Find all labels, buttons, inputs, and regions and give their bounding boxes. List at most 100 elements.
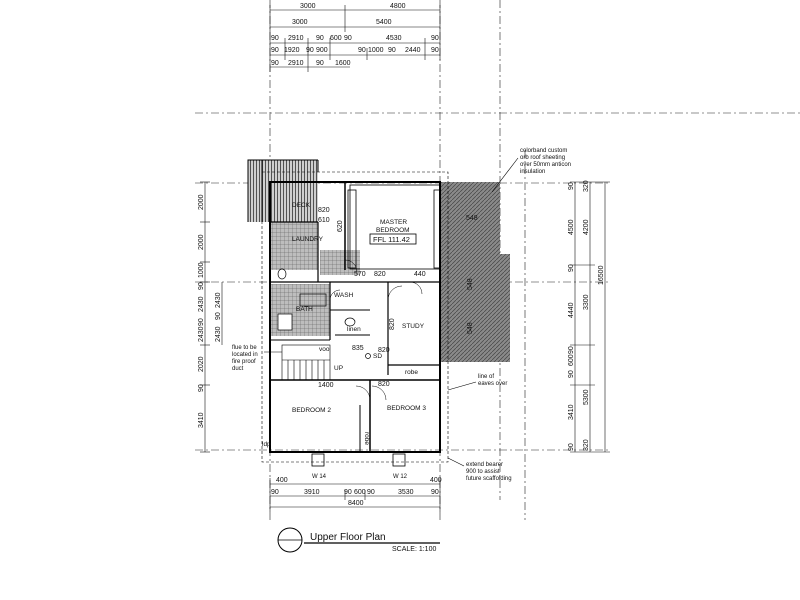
door-swings xyxy=(329,259,423,401)
top-dimension-labels: 3000 4800 3000 5400 90 2910 90 600 90 45… xyxy=(271,3,439,67)
roof-sheeting-upper xyxy=(440,182,500,254)
room-robe-2: robe xyxy=(363,432,370,445)
room-robe: robe xyxy=(405,369,418,376)
left-inner-dim-1: 90 xyxy=(215,312,222,320)
bottom-dim-r2-4: 90 xyxy=(367,489,375,496)
right-dimension-labels: 90 4500 90 4440 90 600 90 3410 90 320 42… xyxy=(568,180,605,451)
left-dim-1: 2000 xyxy=(198,234,205,250)
right-dim-c2-0: 320 xyxy=(583,180,590,192)
interior-dimension-labels: 570 820 440 620 820 820 610 835 820 820 … xyxy=(318,207,478,389)
title-block: Upper Floor Plan SCALE: 1:100 xyxy=(277,527,440,553)
note-eaves-line-2: eaves over xyxy=(478,381,507,387)
top-dim-r3-3: 600 xyxy=(330,35,342,42)
top-dim-r3-2: 90 xyxy=(316,35,324,42)
wash-tile-hatch xyxy=(320,250,360,275)
room-deck: DECK xyxy=(292,202,311,209)
top-dim-r3-0: 90 xyxy=(271,35,279,42)
window-marker-w12 xyxy=(392,453,406,467)
note-roof-line-4: insulation xyxy=(520,169,545,175)
inner-dim-4: 820 xyxy=(389,318,396,330)
room-linen: linen xyxy=(347,326,361,333)
laundry-tile-hatch xyxy=(270,222,318,270)
inner-dim-6: 610 xyxy=(318,217,330,224)
room-bedroom-2: BEDROOM 2 xyxy=(292,407,331,414)
left-dim-2: 1000 xyxy=(198,262,205,278)
right-dim-c1-1: 4500 xyxy=(568,219,575,235)
room-bath: BATH xyxy=(296,306,313,313)
room-bedroom-3: BEDROOM 3 xyxy=(387,405,426,412)
left-dim-0: 2000 xyxy=(198,194,205,210)
inner-dim-10: 548 xyxy=(466,215,478,222)
note-extend-line-3: future scaffolding xyxy=(466,476,512,482)
right-dimensions xyxy=(570,181,610,453)
bottom-dim-r3-0: 8400 xyxy=(348,500,364,507)
top-dim-r3-4: 90 xyxy=(344,35,352,42)
top-dim-r5-1: 2910 xyxy=(288,60,304,67)
top-dim-r3-1: 2910 xyxy=(288,35,304,42)
note-roof-line-1: colorband custom xyxy=(520,148,567,154)
room-laundry: LAUNDRY xyxy=(292,236,324,243)
right-dim-c1-0: 90 xyxy=(568,182,575,190)
bottom-dim-r2-2: 90 xyxy=(344,489,352,496)
window-markers: W 14 W 12 xyxy=(311,453,408,480)
inner-dim-3: 620 xyxy=(337,220,344,232)
top-dim-r1-1: 4800 xyxy=(390,3,406,10)
inner-dim-12: 548 xyxy=(467,278,474,290)
left-dim-9: 3410 xyxy=(198,412,205,428)
right-dim-c1-5: 600 xyxy=(568,354,575,366)
left-dim-4: 2430 xyxy=(198,296,205,312)
right-dim-c1-2: 90 xyxy=(568,264,575,272)
room-voo: voo xyxy=(319,346,330,353)
room-labels: DECK LAUNDRY MASTER BEDROOM BATH WASH ST… xyxy=(262,202,426,448)
right-dim-c1-4: 90 xyxy=(568,346,575,354)
top-dim-r4-1: 1920 xyxy=(284,47,300,54)
top-dim-r5-2: 90 xyxy=(316,60,324,67)
top-dim-r4-7: 2440 xyxy=(405,47,421,54)
room-master: MASTER xyxy=(380,219,407,226)
room-bedroom: BEDROOM xyxy=(376,227,410,234)
bottom-dimension-labels: 400 400 90 3910 90 600 90 3530 90 8400 xyxy=(271,477,442,507)
right-dim-c2-4: 320 xyxy=(583,439,590,451)
right-dim-c3-0: 16500 xyxy=(598,265,605,285)
left-dim-5: 90 xyxy=(198,318,205,326)
left-inner-dim-2: 2430 xyxy=(215,326,222,342)
left-dimensions xyxy=(200,181,223,453)
left-dim-7: 2020 xyxy=(198,356,205,372)
note-roof-line-2: orb roof sheeting xyxy=(520,155,565,161)
left-dim-3: 90 xyxy=(198,282,205,290)
top-dim-r1-0: 3000 xyxy=(300,3,316,10)
top-dim-r3-6: 90 xyxy=(431,35,439,42)
bottom-dimensions xyxy=(269,478,441,512)
bottom-dim-r1-1: 400 xyxy=(430,477,442,484)
right-dim-c1-7: 3410 xyxy=(568,404,575,420)
bottom-dim-r2-6: 90 xyxy=(431,489,439,496)
bottom-dim-r2-1: 3910 xyxy=(304,489,320,496)
note-roof: colorband custom orb roof sheeting over … xyxy=(491,148,571,193)
window-label-w14: W 14 xyxy=(312,474,327,480)
top-dim-r4-0: 90 xyxy=(271,47,279,54)
inner-dim-0: 570 xyxy=(354,271,366,278)
top-dim-r4-6: 90 xyxy=(388,47,396,54)
room-sd: SD xyxy=(373,353,382,360)
top-dim-r2-1: 5400 xyxy=(376,19,392,26)
right-dim-c1-8: 90 xyxy=(568,443,575,451)
right-dim-c2-2: 3300 xyxy=(583,294,590,310)
right-dim-c1-3: 4440 xyxy=(568,302,575,318)
top-dim-r5-3: 1600 xyxy=(335,60,351,67)
fixtures xyxy=(277,268,371,359)
top-dim-r2-0: 3000 xyxy=(292,19,308,26)
ffl-level: FFL 111.42 xyxy=(373,235,410,244)
right-dim-c2-1: 4200 xyxy=(583,219,590,235)
right-dim-c2-3: 5300 xyxy=(583,389,590,405)
inner-dim-9: 820 xyxy=(318,207,330,214)
inner-dim-8: 820 xyxy=(378,347,390,354)
bottom-dim-r2-0: 90 xyxy=(271,489,279,496)
top-dim-r4-3: 900 xyxy=(316,47,328,54)
eaves-line xyxy=(261,171,449,463)
top-dim-r3-5: 4530 xyxy=(386,35,402,42)
bottom-dim-r2-5: 3530 xyxy=(398,489,414,496)
top-dim-r4-4: 90 xyxy=(358,47,366,54)
stair xyxy=(281,344,331,381)
note-extend-line-1: extend bearer xyxy=(466,462,503,468)
